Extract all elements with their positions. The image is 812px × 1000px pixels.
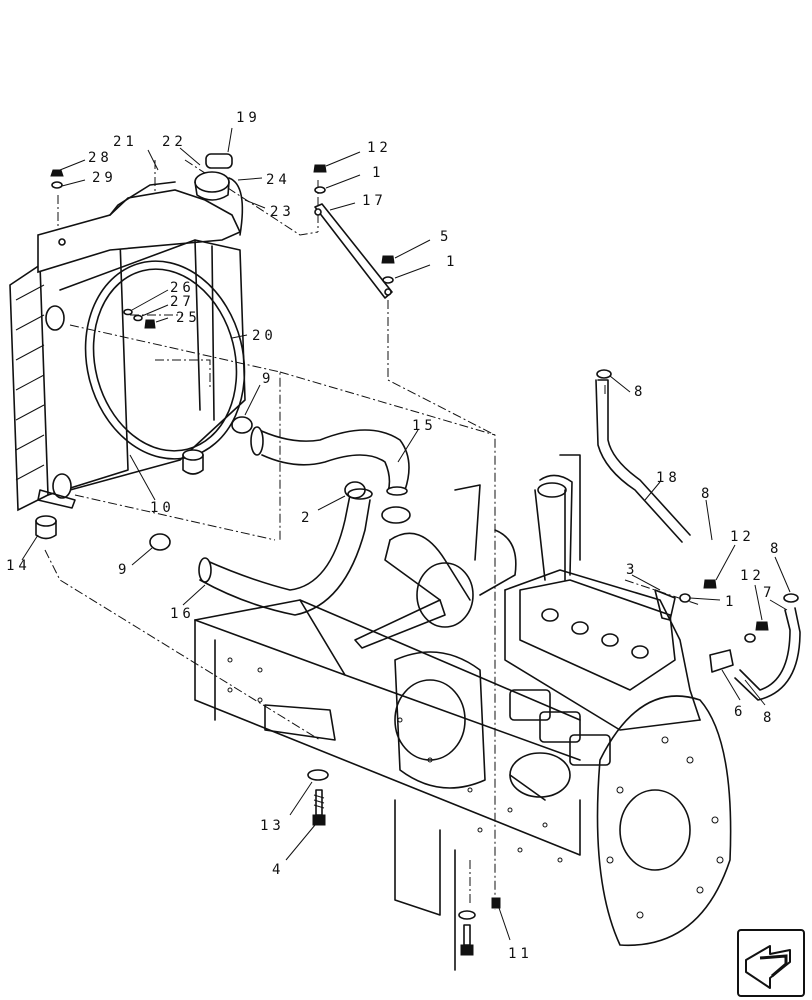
callout-24: 24 [266,172,291,188]
callout-3: 3 [626,562,638,578]
callout-27: 27 [170,294,195,310]
callout-18: 18 [656,470,681,486]
callout-17: 17 [362,193,387,209]
callout-6: 6 [734,704,746,720]
fastener-hardware [50,164,769,956]
hoses-and-clamps [149,369,801,701]
callout-1c: 1 [725,594,737,610]
callout-7: 7 [763,585,775,601]
callout-12b: 12 [730,529,755,545]
callout-14: 14 [6,558,31,574]
cooling-fan [354,484,517,649]
callout-21: 21 [113,134,138,150]
callout-12a: 12 [367,140,392,156]
callout-8d: 8 [763,710,775,726]
callout-28: 28 [88,150,113,166]
engine-block [394,454,734,947]
leader-lines [21,127,791,941]
callout-1a: 1 [372,165,384,181]
callout-5: 5 [440,229,452,245]
callout-8a: 8 [634,384,646,400]
callout-26: 26 [170,280,195,296]
callout-labels: 19 21 22 28 29 24 23 12 1 17 5 1 26 27 2… [6,110,782,962]
callout-20: 20 [252,328,277,344]
support-rod [314,203,393,299]
callout-29: 29 [92,170,117,186]
callout-16: 16 [170,606,195,622]
callout-4: 4 [272,862,284,878]
callout-9b: 9 [118,562,130,578]
callout-13: 13 [260,818,285,834]
callout-1b: 1 [446,254,458,270]
callout-11: 11 [508,946,533,962]
callout-8c: 8 [770,541,782,557]
callout-19: 19 [236,110,261,126]
callout-23: 23 [270,204,295,220]
callout-15: 15 [412,418,437,434]
callout-9a: 9 [262,371,274,387]
callout-2: 2 [301,510,313,526]
radiator-assembly [9,153,246,512]
callout-22: 22 [162,134,187,150]
callout-12c: 12 [740,568,765,584]
callout-10: 10 [150,500,175,516]
isolator-mounts [35,449,204,540]
callout-8b: 8 [701,486,713,502]
callout-25: 25 [176,310,201,326]
chassis-frame [194,599,581,971]
alignment-lines [44,159,701,910]
page-turn-arrow-icon[interactable] [737,929,805,997]
